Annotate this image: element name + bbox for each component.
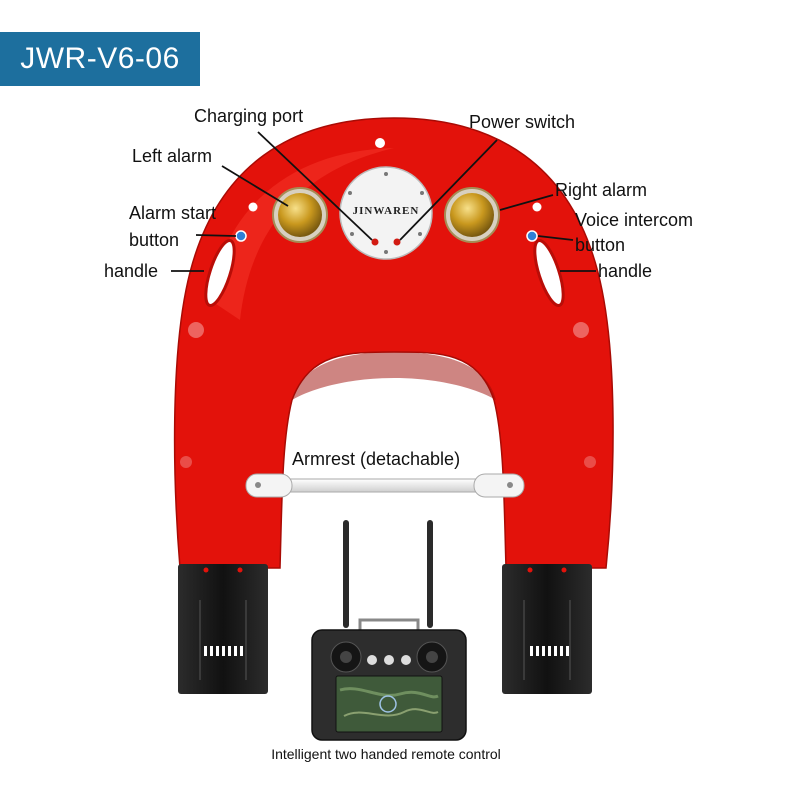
label-alarm-start-line2: button [129, 230, 179, 250]
remote-control [311, 520, 467, 741]
label-power-switch: Power switch [469, 112, 575, 132]
label-armrest: Armrest (detachable) [292, 449, 460, 469]
left-motor [178, 564, 268, 694]
right-motor [502, 564, 592, 694]
remote-screen [335, 675, 443, 733]
right-alarm-light-icon [444, 187, 500, 243]
label-alarm-start-line1: Alarm start [129, 203, 216, 223]
charging-port-icon [371, 238, 379, 246]
leader-lines [171, 131, 596, 272]
label-handle-left: handle [104, 261, 158, 281]
label-charging-port: Charging port [194, 106, 303, 126]
alarm-start-button [235, 230, 247, 242]
right-handle [533, 239, 565, 307]
label-left-alarm: Left alarm [132, 146, 212, 166]
label-voice-intercom-line2: button [575, 235, 625, 255]
right-antenna-icon [427, 520, 433, 628]
label-voice-intercom-line1: Voice intercom [575, 210, 693, 230]
logo-plate: JINWAREN [339, 166, 433, 260]
voice-intercom-button [526, 230, 538, 242]
brand-logo: JINWAREN [353, 205, 420, 217]
power-switch-icon [393, 238, 401, 246]
left-alarm-light-icon [272, 187, 328, 243]
armrest-bar [245, 473, 525, 498]
caption-remote-control: Intelligent two handed remote control [271, 746, 501, 762]
label-right-alarm: Right alarm [555, 180, 647, 200]
left-handle [204, 239, 236, 307]
label-handle-right: handle [598, 261, 652, 281]
model-badge: JWR-V6-06 [0, 32, 200, 86]
left-antenna-icon [343, 520, 349, 628]
